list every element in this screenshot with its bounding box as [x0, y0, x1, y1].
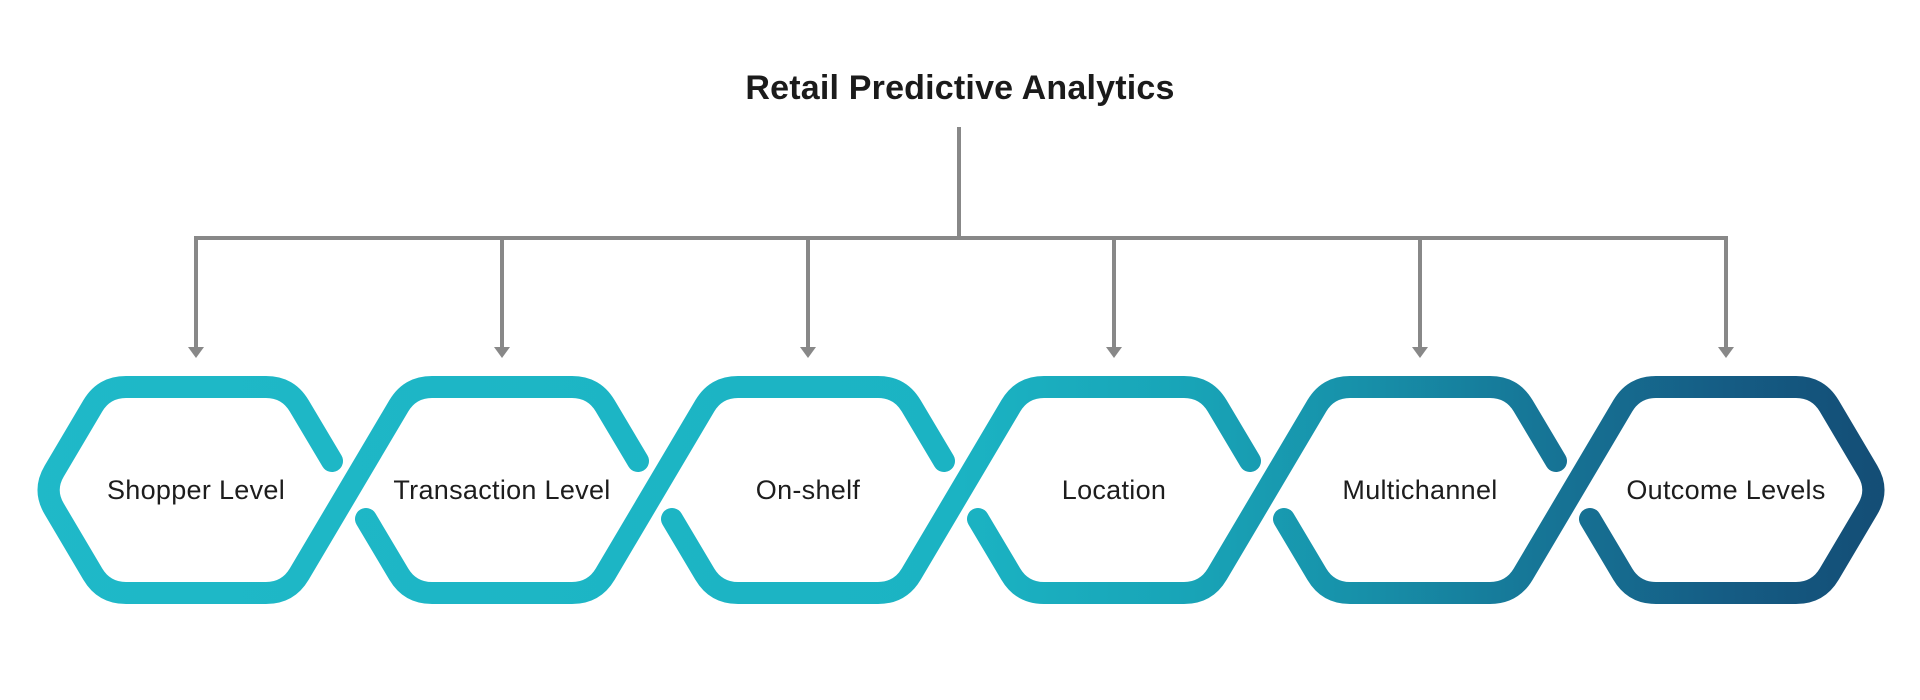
node-label-location: Location	[1062, 475, 1166, 505]
diagram-title: Retail Predictive Analytics	[745, 69, 1174, 107]
node-label-shopper-level: Shopper Level	[107, 475, 285, 505]
node-label-outcome-levels: Outcome Levels	[1626, 475, 1825, 505]
connector-tree-lines	[194, 127, 1728, 349]
node-label-on-shelf: On-shelf	[756, 475, 861, 505]
node-label-multichannel: Multichannel	[1342, 475, 1497, 505]
arrowhead-icon	[1718, 347, 1734, 358]
hexagon-chain-segment-4	[967, 376, 1567, 604]
arrowhead-icon	[1106, 347, 1122, 358]
arrowhead-icon	[494, 347, 510, 358]
hexagon-chain	[37, 376, 1885, 604]
hexagon-chain-segment-2	[355, 376, 955, 604]
hexagon-chain-segment-1	[37, 376, 649, 604]
arrowhead-icon	[1412, 347, 1428, 358]
node-label-transaction-level: Transaction Level	[393, 475, 610, 505]
arrowhead-icon	[188, 347, 204, 358]
hexagon-chain-segment-5	[1273, 376, 1885, 604]
arrowhead-icon	[800, 347, 816, 358]
hexagon-chain-segment-3	[661, 376, 1261, 604]
